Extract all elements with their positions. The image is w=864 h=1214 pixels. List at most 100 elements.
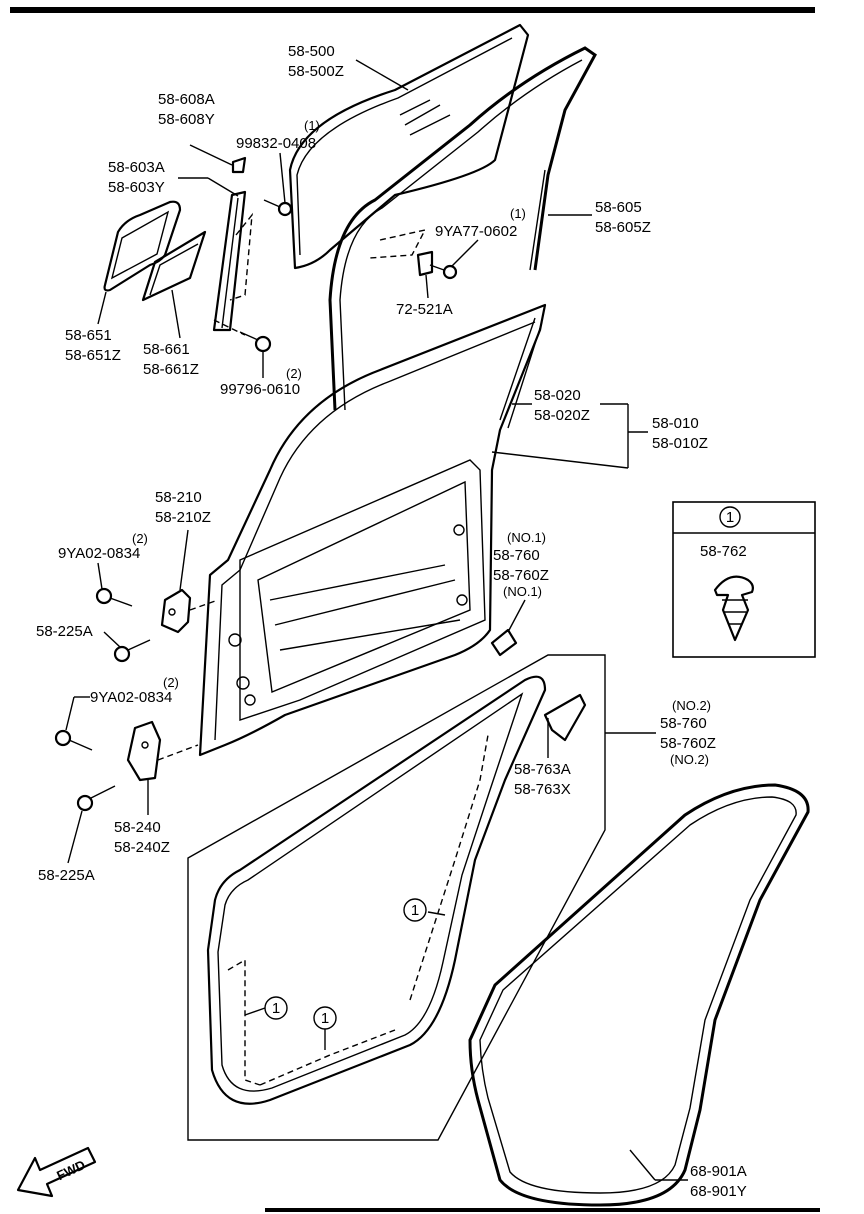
svg-text:58-661: 58-661 — [143, 341, 190, 358]
svg-text:58-010Z: 58-010Z — [652, 435, 708, 452]
svg-text:58-020Z: 58-020Z — [534, 407, 590, 424]
glass-run-channel — [328, 46, 597, 411]
svg-text:58-210Z: 58-210Z — [155, 509, 211, 526]
svg-text:58-225A: 58-225A — [36, 623, 93, 640]
svg-text:(2): (2) — [132, 531, 148, 546]
svg-text:(1): (1) — [510, 206, 526, 221]
door-shell — [198, 303, 547, 757]
trim-763 — [543, 693, 587, 742]
callout-1-b: 1 — [244, 996, 288, 1020]
quarter-seal-651-inner — [110, 210, 170, 280]
weatherstrip-panel — [187, 654, 606, 1141]
label-bolt-0834-lower: (2) 9YA02-0834 — [65, 675, 179, 731]
svg-text:68-901A: 68-901A — [690, 1163, 747, 1180]
svg-text:58-760Z: 58-760Z — [493, 567, 549, 584]
label-weatherstrip-901: 68-901A 68-901Y — [629, 1149, 747, 1200]
svg-text:58-760: 58-760 — [660, 715, 707, 732]
label-seal-651: 58-651 58-651Z — [65, 291, 121, 364]
label-run-605: 58-605 58-605Z — [548, 199, 651, 236]
svg-text:58-763X: 58-763X — [514, 781, 571, 798]
label-bolt-0610: (2) 99796-0610 — [220, 352, 302, 398]
svg-text:1: 1 — [272, 1000, 280, 1017]
svg-text:58-605Z: 58-605Z — [595, 219, 651, 236]
label-screw-0602: (1) 9YA77-0602 — [435, 206, 526, 267]
svg-text:68-901Y: 68-901Y — [690, 1183, 747, 1200]
svg-text:58-210: 58-210 — [155, 489, 202, 506]
svg-text:58-651: 58-651 — [65, 327, 112, 344]
bolt-0408 — [263, 199, 293, 217]
label-clip-521: 72-521A — [396, 274, 453, 318]
svg-text:58-763A: 58-763A — [514, 761, 571, 778]
svg-text:1: 1 — [321, 1010, 329, 1027]
stopper-no1 — [490, 628, 518, 657]
legend-part-number: 58-762 — [700, 543, 747, 560]
svg-text:(NO.1): (NO.1) — [507, 530, 546, 545]
label-hinge-210: 58-210 58-210Z — [155, 489, 211, 591]
svg-text:(NO.1): (NO.1) — [503, 584, 542, 599]
label-stopper-no2: (NO.2) 58-760 58-760Z (NO.2) — [605, 698, 716, 767]
svg-text:58-760: 58-760 — [493, 547, 540, 564]
svg-text:(2): (2) — [286, 366, 302, 381]
legend-callout: 1 — [726, 509, 734, 526]
quarter-glass-661 — [141, 230, 207, 302]
label-glass: 58-500 58-500Z — [288, 43, 409, 91]
svg-text:58-661Z: 58-661Z — [143, 361, 199, 378]
svg-text:(2): (2) — [163, 675, 179, 690]
svg-text:58-608Y: 58-608Y — [158, 111, 215, 128]
door-glass — [288, 23, 530, 270]
svg-text:(1): (1) — [304, 118, 320, 133]
clip-521 — [369, 228, 434, 277]
upper-hinge — [160, 588, 219, 634]
door-weatherstrip-58-760 — [206, 675, 547, 1105]
quarter-seal-651 — [103, 200, 182, 292]
svg-text:58-240Z: 58-240Z — [114, 839, 170, 856]
bolt-225-lower — [76, 785, 116, 812]
label-trim-763: 58-763A 58-763X — [514, 718, 571, 798]
svg-text:9YA02-0834: 9YA02-0834 — [58, 545, 140, 562]
label-hinge-240: 58-240 58-240Z — [114, 780, 170, 856]
svg-text:58-500Z: 58-500Z — [288, 63, 344, 80]
svg-text:9YA02-0834: 9YA02-0834 — [90, 689, 172, 706]
label-seal-661: 58-661 58-661Z — [143, 289, 199, 378]
screw-0602 — [429, 264, 458, 280]
body-weatherstrip — [468, 783, 810, 1207]
label-door-010: 58-010 58-010Z — [652, 415, 708, 452]
svg-text:1: 1 — [411, 902, 419, 919]
svg-text:58-605: 58-605 — [595, 199, 642, 216]
lower-hinge — [126, 720, 199, 782]
bolt-0834-lower — [54, 729, 93, 751]
clip-icon — [713, 575, 754, 642]
label-bracket-608: 58-608A 58-608Y — [158, 91, 233, 166]
label-channel-603: 58-603A 58-603Y — [108, 159, 239, 197]
svg-text:58-608A: 58-608A — [158, 91, 215, 108]
callout-1-a: 1 — [403, 898, 427, 922]
svg-text:58-225A: 58-225A — [38, 867, 95, 884]
svg-text:58-500: 58-500 — [288, 43, 335, 60]
label-bolt-225-upper: 58-225A — [36, 623, 121, 648]
division-channel — [212, 190, 253, 332]
svg-text:58-603Y: 58-603Y — [108, 179, 165, 196]
svg-text:9YA77-0602: 9YA77-0602 — [435, 223, 517, 240]
svg-text:58-240: 58-240 — [114, 819, 161, 836]
svg-text:58-020: 58-020 — [534, 387, 581, 404]
bracket-608 — [231, 156, 247, 174]
svg-text:99832-0408: 99832-0408 — [236, 135, 316, 152]
fwd-arrow-icon: FWD — [16, 1146, 97, 1198]
svg-text:58-651Z: 58-651Z — [65, 347, 121, 364]
svg-text:99796-0610: 99796-0610 — [220, 381, 300, 398]
label-bolt-225-lower: 58-225A — [38, 810, 95, 884]
svg-text:(NO.2): (NO.2) — [672, 698, 711, 713]
clip-legend-box: 1 58-762 — [672, 501, 816, 658]
svg-text:58-760Z: 58-760Z — [660, 735, 716, 752]
bolt-0610 — [213, 319, 272, 353]
label-stopper-no1: (NO.1) 58-760 58-760Z (NO.1) — [493, 530, 549, 633]
bolt-0834-upper — [95, 587, 133, 607]
svg-text:72-521A: 72-521A — [396, 301, 453, 318]
label-door-020: 58-020 58-020Z — [491, 387, 648, 469]
svg-text:(NO.2): (NO.2) — [670, 752, 709, 767]
callout-1-c: 1 — [313, 1006, 337, 1050]
svg-text:58-010: 58-010 — [652, 415, 699, 432]
bolt-225-upper — [113, 639, 151, 663]
svg-text:58-603A: 58-603A — [108, 159, 165, 176]
